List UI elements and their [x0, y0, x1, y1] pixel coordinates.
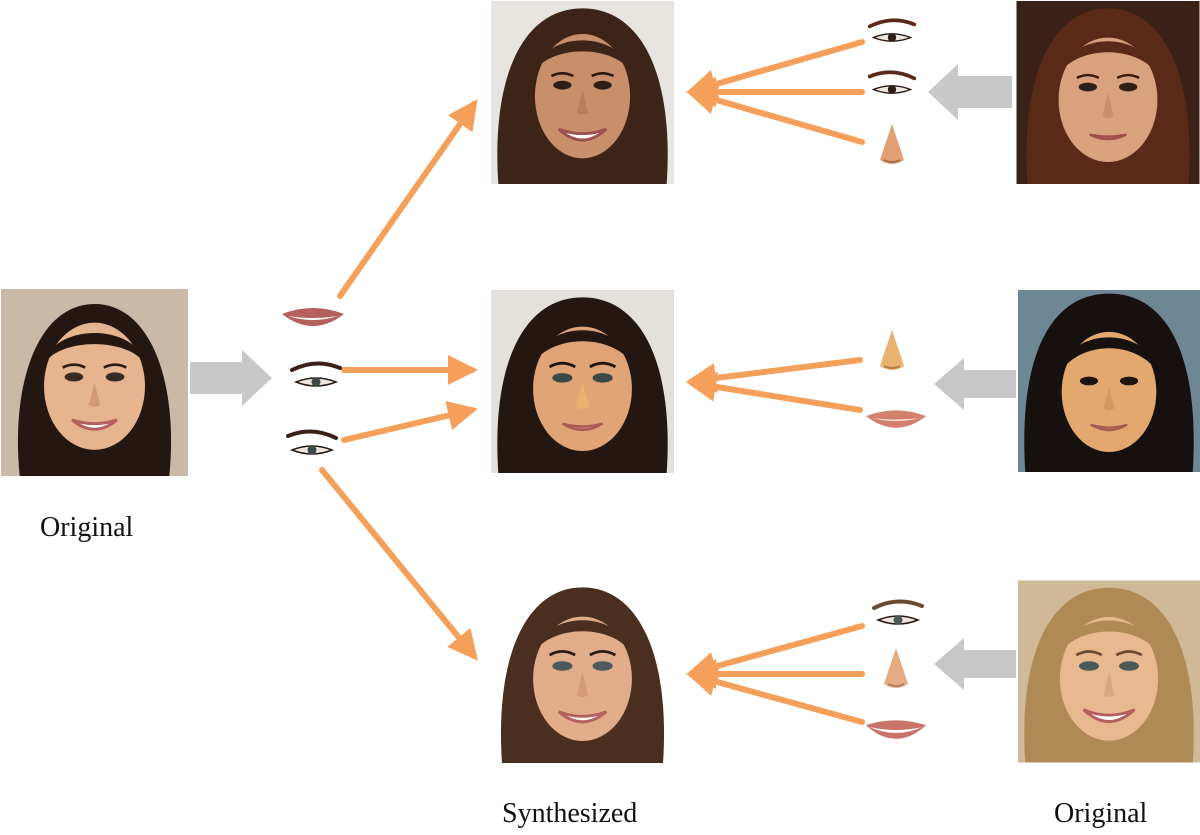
mouth-icon: [865, 720, 927, 739]
orange-arrow-mid-1: [686, 357, 863, 393]
orange-arrow-mouth-to-top: [337, 99, 478, 299]
left-eye-part-1: [288, 358, 344, 392]
eye-icon: [286, 429, 338, 455]
bottom-nose-part: [878, 644, 914, 694]
orange-arrow-top-3: [686, 85, 865, 145]
original-left-photo: [1, 289, 188, 476]
gray-arrow-top: [928, 64, 1012, 120]
eye-icon: [867, 18, 917, 42]
original-donor-top-photo: [1016, 1, 1200, 184]
face-photo-icon: [1016, 1, 1200, 184]
face-photo-icon: [1018, 290, 1200, 472]
caption-original-left: Original: [40, 512, 134, 543]
mid-nose-part: [874, 326, 910, 376]
eye-icon: [872, 599, 924, 625]
gray-arrow-left: [190, 350, 272, 406]
nose-icon: [880, 124, 904, 164]
orange-arrow-eye2-to-bottom: [319, 467, 478, 661]
caption-synthesized: Synthesized: [502, 798, 638, 829]
top-nose-part: [874, 122, 910, 168]
eye-icon: [867, 70, 917, 94]
bottom-eye-part: [870, 596, 926, 630]
synthesized-mid-photo: [490, 290, 675, 473]
orange-arrow-mid-2: [686, 371, 863, 413]
mouth-icon: [865, 410, 927, 428]
orange-arrow-bottom-1: [686, 623, 865, 682]
orange-arrow-bottom-3: [686, 666, 865, 725]
face-photo-icon: [491, 1, 674, 184]
bottom-mouth-part: [864, 716, 928, 748]
mid-mouth-part: [864, 406, 928, 436]
gray-arrow-mid: [934, 358, 1016, 410]
nose-icon: [880, 330, 904, 370]
orange-arrow-eye2-to-mid: [341, 400, 478, 443]
gray-arrow-bottom: [934, 638, 1016, 690]
top-eye-part-2: [866, 66, 918, 100]
left-eye-part-2: [284, 426, 340, 460]
synthesized-bottom-photo: [490, 580, 675, 763]
caption-original-right: Original: [1054, 798, 1148, 829]
orange-arrow-top-1: [686, 39, 865, 99]
eye-icon: [290, 361, 342, 387]
synthesized-top-photo: [490, 1, 675, 184]
original-donor-bottom-photo: [1018, 580, 1200, 763]
left-mouth-part: [280, 304, 346, 334]
nose-icon: [884, 648, 908, 688]
mouth-icon: [282, 308, 344, 326]
face-photo-icon: [1, 289, 188, 476]
top-eye-part-1: [866, 14, 918, 48]
original-donor-mid-photo: [1018, 290, 1200, 472]
face-photo-icon: [491, 290, 674, 473]
face-photo-icon: [1018, 580, 1200, 763]
face-photo-icon: [491, 580, 674, 763]
